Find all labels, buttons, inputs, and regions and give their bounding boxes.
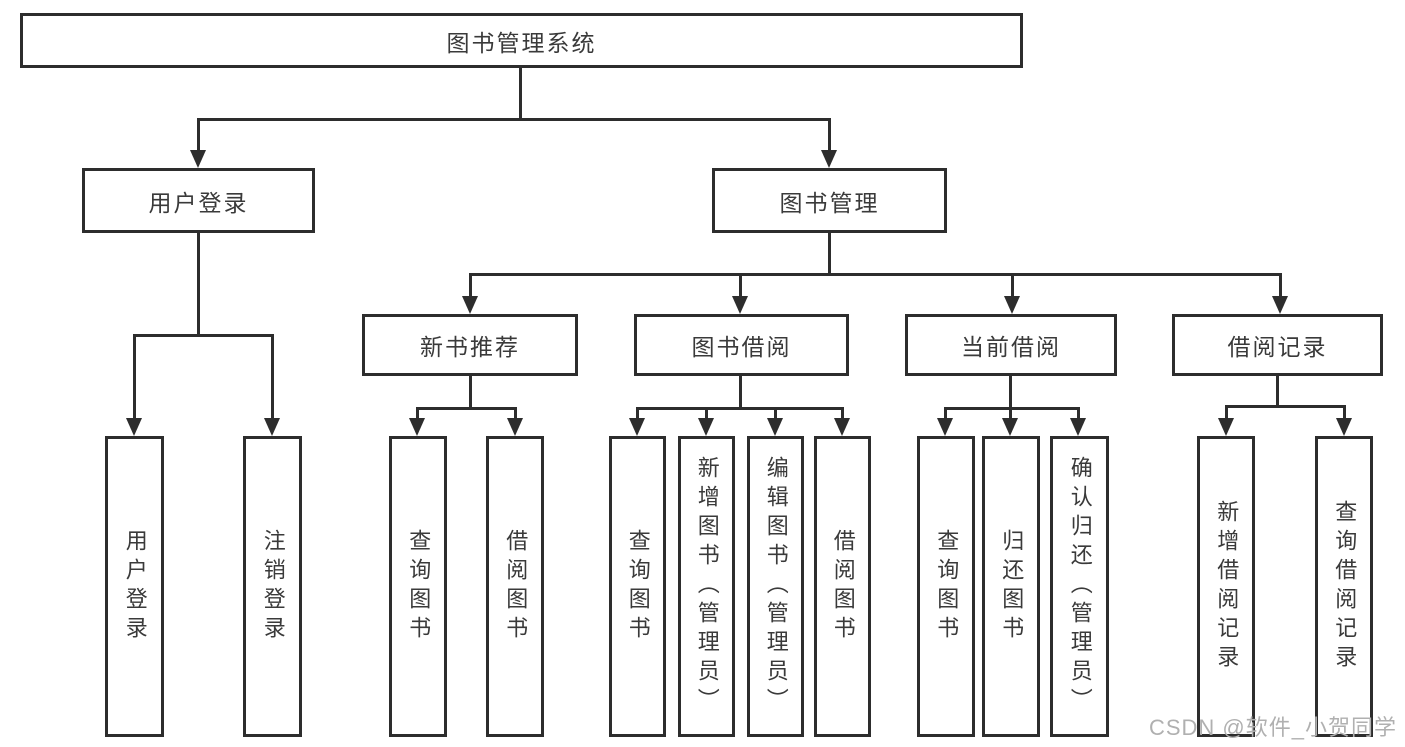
leaf-query-books-3: 查询图书: [917, 436, 975, 737]
connector-line: [944, 407, 1080, 410]
connector-line: [514, 407, 517, 420]
connector-line: [133, 334, 274, 337]
leaf-return-books: 归还图书: [982, 436, 1040, 737]
connector-line: [944, 407, 947, 420]
node-current-borrow: 当前借阅: [905, 314, 1117, 376]
arrow-down-icon: [937, 418, 953, 436]
arrow-down-icon: [732, 296, 748, 314]
connector-line: [1077, 407, 1080, 420]
connector-line: [1009, 376, 1012, 407]
leaf-edit-books-admin: 编辑图书（管理员）: [747, 436, 804, 737]
connector-line: [197, 233, 200, 334]
node-borrow-records-label: 借阅记录: [1227, 334, 1328, 360]
leaf-logout: 注销登录: [243, 436, 302, 737]
leaf-query-books-2: 查询图书: [609, 436, 666, 737]
leaf-edit-books-admin-label: 编辑图书（管理员）: [763, 456, 789, 717]
connector-line: [1276, 376, 1279, 405]
arrow-down-icon: [264, 418, 280, 436]
node-book-management: 图书管理: [712, 168, 947, 233]
connector-line: [133, 334, 136, 418]
csdn-watermark: CSDN @软件_小贺同学: [1148, 715, 1397, 740]
node-borrow-records: 借阅记录: [1172, 314, 1383, 376]
connector-line: [197, 118, 200, 152]
connector-line: [739, 273, 742, 297]
connector-line: [636, 407, 844, 410]
leaf-query-borrow-record: 查询借阅记录: [1315, 436, 1373, 737]
node-new-book-recommend: 新书推荐: [362, 314, 578, 376]
leaf-confirm-return-admin-label: 确认归还（管理员）: [1067, 456, 1093, 717]
node-root-label: 图书管理系统: [446, 29, 597, 56]
connector-line: [828, 233, 831, 273]
connector-line: [271, 334, 274, 418]
arrow-down-icon: [1070, 418, 1086, 436]
arrow-down-icon: [507, 418, 523, 436]
leaf-add-books-admin: 新增图书（管理员）: [678, 436, 735, 737]
leaf-borrow-books-2-label: 借阅图书: [830, 528, 856, 645]
arrow-down-icon: [698, 418, 714, 436]
connector-line: [1343, 405, 1346, 420]
node-new-book-recommend-label: 新书推荐: [420, 334, 520, 360]
connector-line: [1225, 405, 1228, 420]
node-user-login: 用户登录: [82, 168, 315, 233]
leaf-add-borrow-record-label: 新增借阅记录: [1214, 499, 1240, 674]
connector-line: [1225, 405, 1346, 408]
leaf-query-books-3-label: 查询图书: [934, 528, 960, 645]
leaf-borrow-books-1: 借阅图书: [486, 436, 544, 737]
connector-line: [739, 376, 742, 407]
arrow-down-icon: [1218, 418, 1234, 436]
connector-line: [636, 407, 639, 420]
connector-line: [841, 407, 844, 420]
node-book-management-label: 图书管理: [779, 189, 880, 216]
arrow-down-icon: [1336, 418, 1352, 436]
connector-line: [1279, 273, 1282, 297]
leaf-query-borrow-record-label: 查询借阅记录: [1332, 499, 1358, 674]
arrow-down-icon: [834, 418, 850, 436]
connector-line: [1011, 273, 1014, 297]
arrow-down-icon: [1004, 296, 1020, 314]
node-current-borrow-label: 当前借阅: [961, 334, 1061, 360]
connector-line: [774, 407, 777, 420]
arrow-down-icon: [409, 418, 425, 436]
leaf-query-books-1: 查询图书: [389, 436, 447, 737]
connector-line: [469, 376, 472, 407]
arrow-down-icon: [126, 418, 142, 436]
connector-line: [828, 118, 831, 152]
node-user-login-label: 用户登录: [148, 189, 249, 216]
connector-line: [416, 407, 419, 420]
leaf-user-login-label: 用户登录: [122, 528, 148, 645]
arrow-down-icon: [1272, 296, 1288, 314]
leaf-borrow-books-1-label: 借阅图书: [503, 528, 529, 645]
arrow-down-icon: [462, 296, 478, 314]
arrow-down-icon: [821, 150, 837, 168]
leaf-user-login: 用户登录: [105, 436, 164, 737]
node-root: 图书管理系统: [20, 13, 1023, 68]
leaf-return-books-label: 归还图书: [999, 528, 1025, 645]
node-book-borrow: 图书借阅: [634, 314, 849, 376]
leaf-query-books-2-label: 查询图书: [625, 528, 651, 645]
leaf-logout-label: 注销登录: [260, 528, 286, 645]
connector-line: [1009, 407, 1012, 420]
leaf-borrow-books-2: 借阅图书: [814, 436, 871, 737]
leaf-add-books-admin-label: 新增图书（管理员）: [694, 456, 720, 717]
arrow-down-icon: [629, 418, 645, 436]
leaf-confirm-return-admin: 确认归还（管理员）: [1050, 436, 1109, 737]
arrow-down-icon: [767, 418, 783, 436]
connector-line: [469, 273, 1282, 276]
arrow-down-icon: [1002, 418, 1018, 436]
connector-line: [416, 407, 517, 410]
connector-line: [705, 407, 708, 420]
connector-line: [197, 118, 831, 121]
leaf-query-books-1-label: 查询图书: [406, 528, 432, 645]
connector-line: [519, 68, 522, 118]
leaf-add-borrow-record: 新增借阅记录: [1197, 436, 1255, 737]
arrow-down-icon: [190, 150, 206, 168]
node-book-borrow-label: 图书借阅: [691, 334, 792, 360]
connector-line: [469, 273, 472, 297]
